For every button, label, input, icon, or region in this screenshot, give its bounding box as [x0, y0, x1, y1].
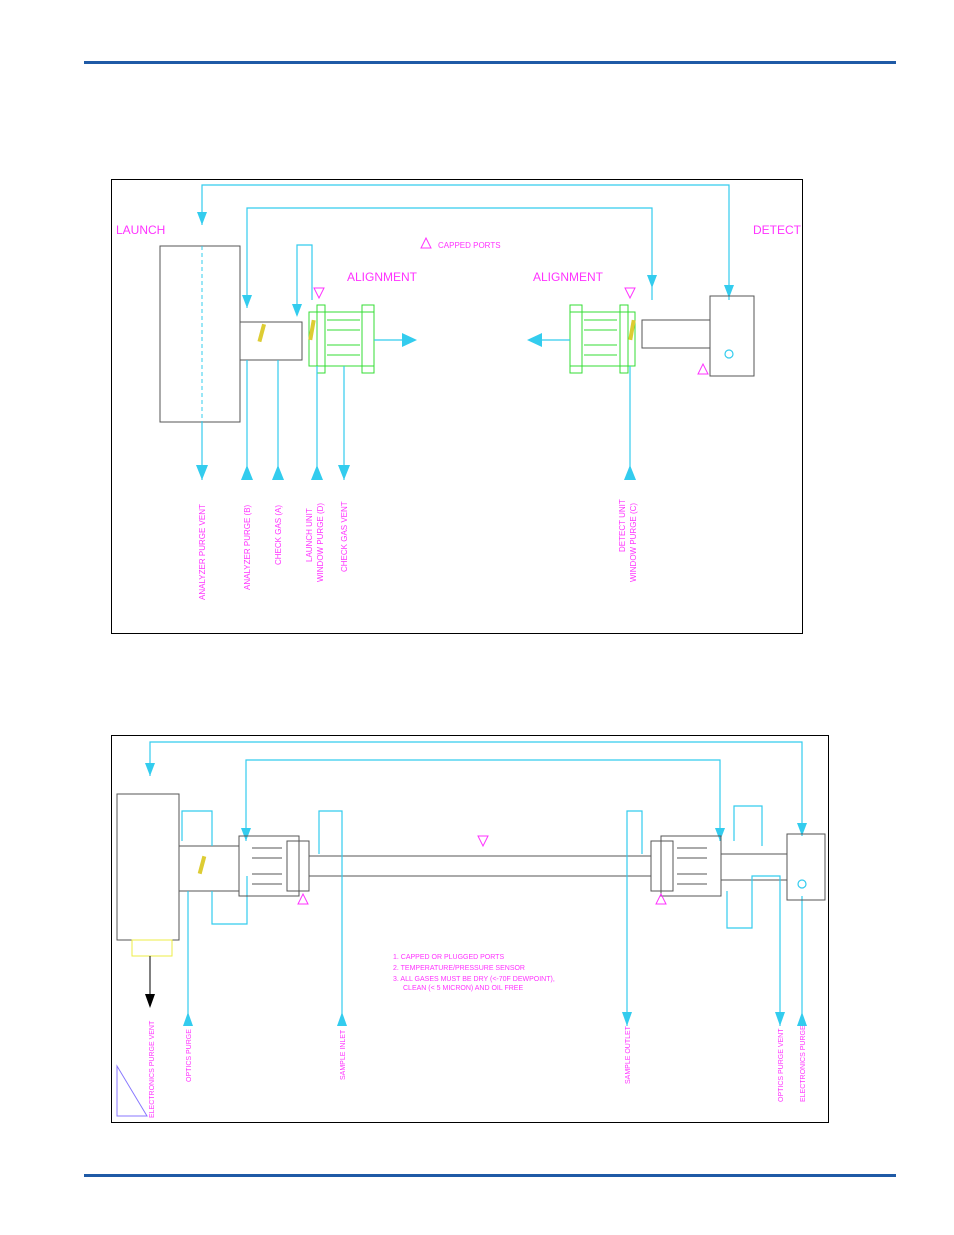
detect-electronics-box	[709, 295, 755, 377]
launch-analyzer-box	[159, 245, 241, 423]
launch-tube	[239, 321, 303, 361]
sample-cell-tube	[308, 855, 652, 877]
sample-outlet-line	[626, 810, 643, 1026]
label-optics-purge-left: OPTICS PURGE	[186, 1029, 193, 1082]
launch-label: LAUNCH	[116, 223, 165, 237]
optics-purge-loop-bottom	[245, 759, 721, 841]
launch-alignment-assembly	[308, 304, 375, 374]
launch-detect-diagram: LAUNCH DETECT ALIGNMENT ALIGNMENT CAPPED…	[111, 179, 803, 634]
label-check-gas-vent: CHECK GAS VENT	[340, 501, 349, 572]
label-optics-purge-vent: OPTICS PURGE VENT	[778, 1028, 785, 1102]
electronics-box-left	[116, 793, 180, 941]
analyzer-purge-loop	[246, 207, 653, 308]
detect-alignment-assembly	[569, 304, 636, 374]
note-2: 2. TEMPERATURE/PRESSURE SENSOR	[393, 965, 525, 972]
detect-tube	[641, 319, 711, 349]
label-sample-outlet: SAMPLE OUTLET	[625, 1025, 632, 1084]
label-electronics-purge: ELECTRONICS PURGE	[800, 1025, 807, 1102]
label-detect-unit: DETECT UNIT	[618, 499, 627, 552]
label-window-purge-c: WINDOW PURGE (C)	[629, 503, 638, 582]
electronics-purge-loop-bottom	[149, 741, 803, 836]
right-flange-assembly	[650, 835, 722, 897]
note-1: 1. CAPPED OR PLUGGED PORTS	[393, 954, 504, 961]
label-electronics-purge-vent: ELECTRONICS PURGE VENT	[149, 1020, 156, 1118]
optics-purge-vent-line	[726, 875, 781, 1026]
sample-inlet-line	[318, 810, 343, 1026]
alignment-left-label: ALIGNMENT	[347, 270, 418, 284]
optics-tube-left	[178, 845, 240, 892]
label-analyzer-purge-vent: ANALYZER PURGE VENT	[198, 504, 207, 600]
launch-detect-drawing: LAUNCH DETECT ALIGNMENT ALIGNMENT CAPPED…	[116, 184, 802, 600]
alignment-right-label: ALIGNMENT	[533, 270, 604, 284]
label-analyzer-purge: ANALYZER PURGE (B)	[243, 504, 252, 590]
note-3: 3. ALL GASES MUST BE DRY (<-70F DEWPOINT…	[393, 976, 555, 983]
label-check-gas: CHECK GAS (A)	[274, 505, 283, 565]
check-gas-loop	[296, 244, 313, 315]
sample-cell-drawing: 1. CAPPED OR PLUGGED PORTS 2. TEMPERATUR…	[116, 741, 826, 1118]
label-launch-unit: LAUNCH UNIT	[305, 508, 314, 562]
label-window-purge-d: WINDOW PURGE (D)	[316, 503, 325, 582]
sample-cell-diagram: 1. CAPPED OR PLUGGED PORTS 2. TEMPERATUR…	[111, 735, 829, 1123]
capped-ports-label: CAPPED PORTS	[438, 241, 501, 250]
detect-label: DETECT	[753, 223, 802, 237]
header-rule	[84, 61, 896, 64]
note-3-cont: CLEAN (< 5 MICRON) AND OIL FREE	[403, 985, 523, 992]
electronics-purge-loop	[201, 184, 730, 300]
footer-rule	[84, 1174, 896, 1177]
electronics-box-right	[786, 833, 826, 901]
label-sample-inlet: SAMPLE INLET	[340, 1029, 347, 1080]
left-flange-assembly	[238, 835, 310, 897]
